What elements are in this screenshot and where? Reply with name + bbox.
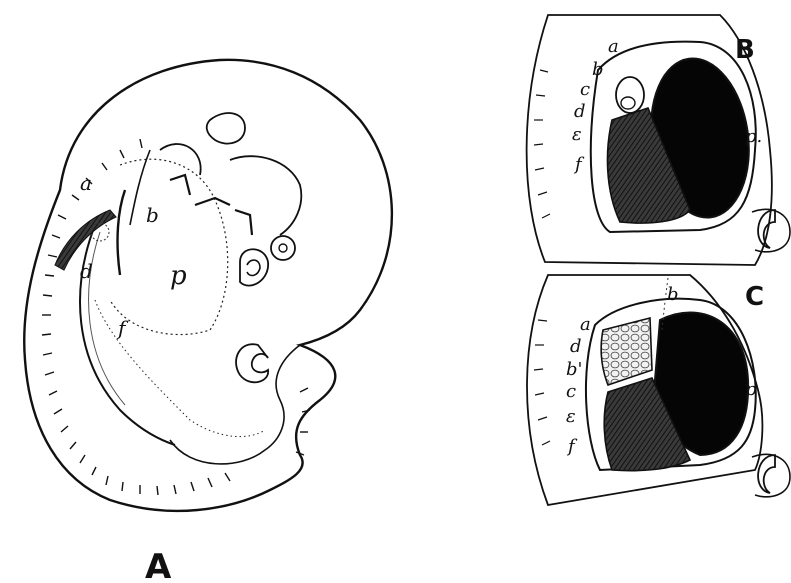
fig-a-label-p: p — [170, 261, 187, 291]
figure-c-section: a b d b' c ε f p C — [527, 275, 790, 505]
fig-b-label-p: p. — [745, 126, 762, 147]
fig-b-label-d: d — [574, 101, 586, 122]
otic-vesicle — [271, 236, 295, 260]
fig-b-caption: B — [735, 35, 755, 65]
fig-c-label-p: p — [745, 379, 757, 400]
fig-b-label-c: c — [580, 79, 590, 100]
fig-a-label-f: f — [116, 316, 129, 340]
figure-b-section: a b c d ε f p. B — [527, 15, 790, 265]
fig-b-label-f: f — [573, 154, 585, 175]
fig-b-label-b: b — [592, 59, 604, 80]
fig-a-label-b: b — [146, 203, 159, 227]
fig-a-label-d: d — [80, 259, 93, 283]
head-outline-inner — [160, 144, 301, 235]
fig-c-label-c: c — [566, 381, 576, 402]
vessel-a — [118, 190, 125, 275]
fig-c-label-d: d — [570, 336, 582, 357]
embryo-outline — [24, 60, 392, 511]
brain-fold — [207, 113, 245, 144]
fig-c-label-b-top: b — [667, 284, 679, 305]
fig-c-label-a: a — [580, 314, 591, 335]
tail-curve — [170, 345, 300, 464]
fig-c-label-e: ε — [566, 406, 576, 427]
limb-bud — [236, 344, 268, 382]
pharyngeal-arches — [170, 175, 252, 235]
fig-a-caption: A — [145, 547, 172, 583]
fig-c-cell-region — [601, 318, 652, 385]
fig-c-caption: C — [745, 282, 764, 312]
figure-a-embryo: a b d p f A — [24, 60, 392, 583]
fig-c-label-f: f — [566, 436, 578, 457]
fig-b-label-a: a — [608, 36, 619, 57]
fig-b-label-e: ε — [572, 124, 582, 145]
heart-region-outline — [110, 159, 228, 334]
fig-a-label-a: a — [80, 171, 92, 195]
dorsal-line — [80, 225, 175, 445]
fig-c-label-b-prime: b' — [566, 359, 582, 380]
eye-cup — [240, 249, 268, 285]
